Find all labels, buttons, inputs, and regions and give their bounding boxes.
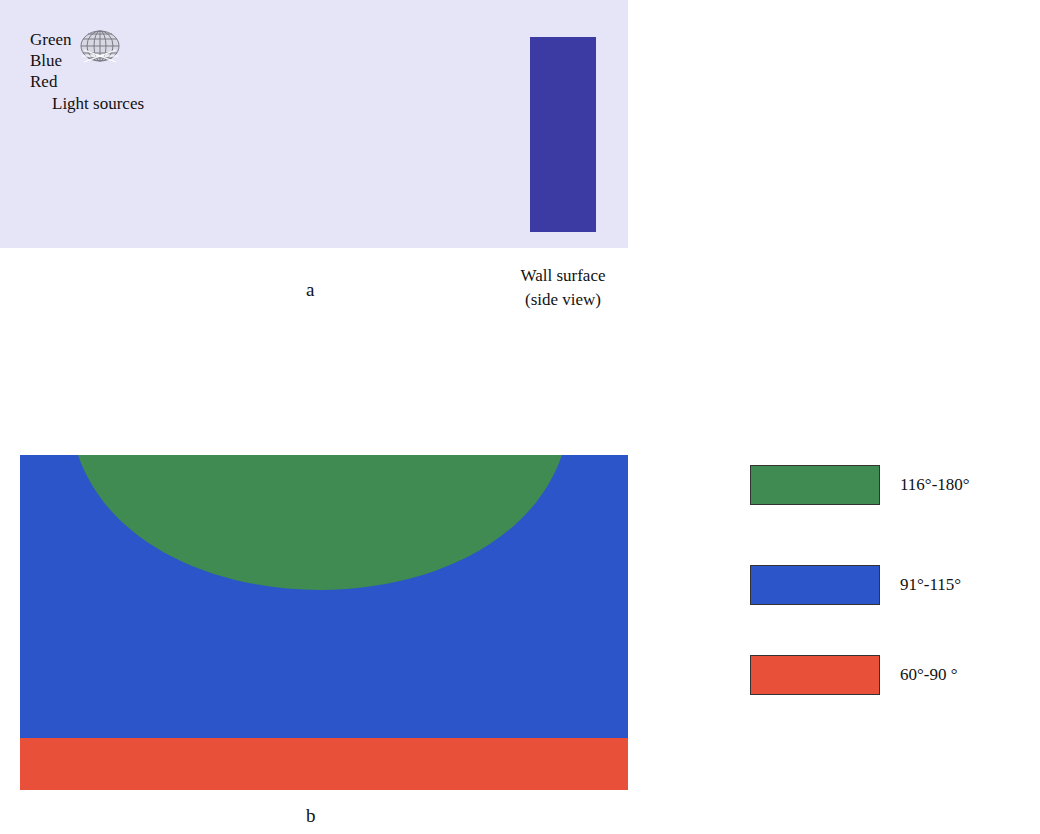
color-label: Blue <box>30 51 62 71</box>
legend-text: 91°-115° <box>900 575 961 595</box>
blue-region <box>20 455 628 738</box>
legend-swatch <box>750 565 880 605</box>
legend-swatch <box>750 655 880 695</box>
light-source-icon <box>81 31 119 62</box>
legend-text: 116°-180° <box>900 475 970 495</box>
panel-letter: a <box>306 280 314 300</box>
caption-label: Light sources <box>52 94 144 114</box>
legend-text: 60°-90 ° <box>900 665 958 685</box>
panel-letter: b <box>306 806 316 826</box>
green-region <box>78 455 562 590</box>
wall-bar <box>530 37 596 232</box>
color-label: Red <box>30 72 57 92</box>
red-band <box>20 738 628 790</box>
wall-label: Wall surface (side view) <box>503 264 623 312</box>
color-label: Green <box>30 30 72 50</box>
panel-a-ground <box>0 0 628 248</box>
legend-swatch <box>750 465 880 505</box>
